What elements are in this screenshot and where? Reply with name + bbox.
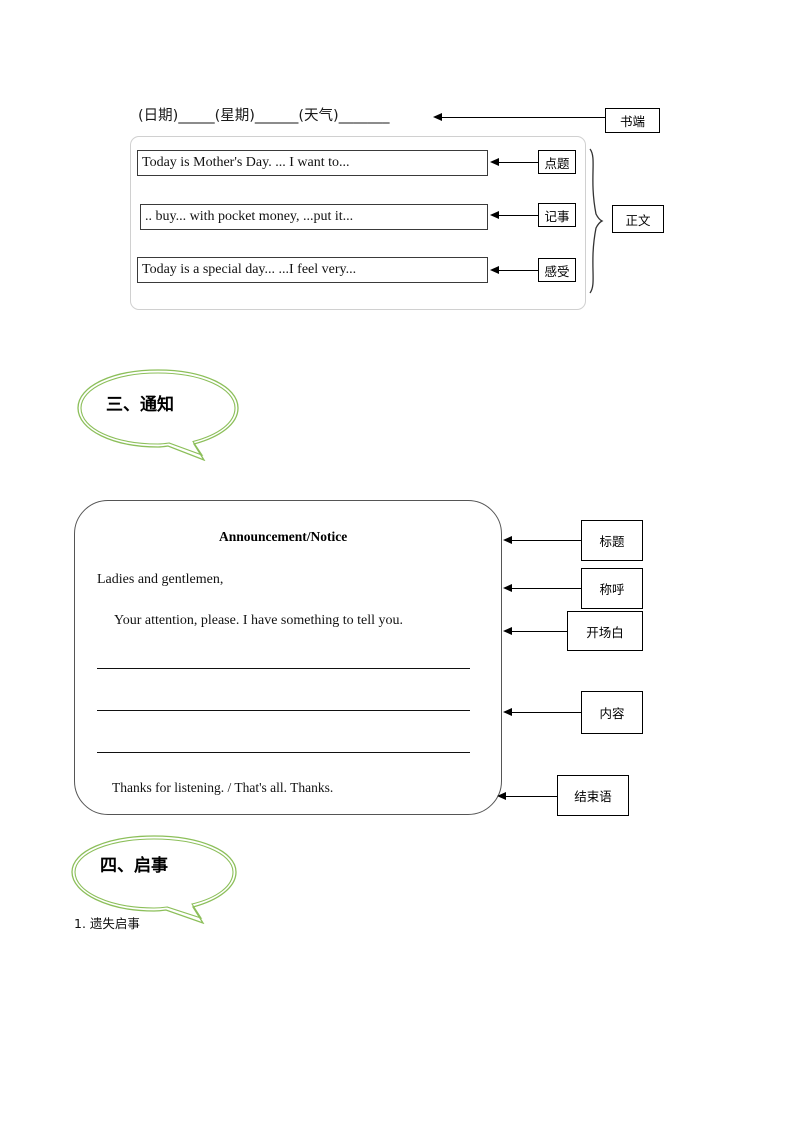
label-box-biaoti: 标题 [581,520,643,561]
arrow-head-jieshuyu [497,792,506,800]
diary-sentence-box-2: .. buy... with pocket money, ...put it..… [140,204,488,230]
arrow-head-kaichangbai [503,627,512,635]
curly-brace-zhengwen [589,148,604,294]
label-box-zhengwen: 正文 [612,205,664,233]
label-box-chenghu: 称呼 [581,568,643,609]
notice-salutation: Ladies and gentlemen, [97,572,224,587]
arrow-line-chenghu [511,588,581,589]
arrow-head-chenghu [503,584,512,592]
label-box-dianti: 点题 [538,150,576,174]
arrow-head-biaoti [503,536,512,544]
diary-sentence-box-1: Today is Mother's Day. ... I want to... [137,150,488,176]
notice-blank-rule-1 [97,668,470,669]
notice-closing-line: Thanks for listening. / That's all. Than… [112,780,334,795]
notice-container [74,500,502,815]
notice-blank-rule-2 [97,710,470,711]
section-heading-3: 三、通知 [106,395,174,415]
arrow-line-jishi [498,215,538,216]
label-box-jishi: 记事 [538,203,576,227]
arrow-line-neirong [511,712,581,713]
label-box-kaichangbai: 开场白 [567,611,643,651]
arrow-head-dianti [490,158,499,166]
diary-sentence-box-3: Today is a special day... ...I feel very… [137,257,488,283]
notice-title: Announcement/Notice [219,529,348,544]
arrow-head-shuduan [433,113,442,121]
arrow-head-jishi [490,211,499,219]
arrow-line-biaoti [511,540,581,541]
label-box-neirong: 内容 [581,691,643,734]
arrow-line-shuduan [441,117,605,118]
section-heading-4: 四、启事 [100,856,168,876]
arrow-head-ganshou [490,266,499,274]
arrow-head-neirong [503,708,512,716]
notice-opening-line: Your attention, please. I have something… [114,613,404,628]
label-box-ganshou: 感受 [538,258,576,282]
arrow-line-jieshuyu [505,796,557,797]
diary-header-line: (日期)_____(星期)______(天气)_______ [138,108,390,124]
notice-blank-rule-3 [97,752,470,753]
section4-item-1: 1. 遗失启事 [74,916,140,931]
section-heading-bubble-4 [71,835,237,924]
label-box-jieshuyu: 结束语 [557,775,629,816]
arrow-line-kaichangbai [511,631,567,632]
label-box-shuduan: 书端 [605,108,660,133]
section-heading-bubble-3 [77,369,239,461]
arrow-line-ganshou [498,270,538,271]
arrow-line-dianti [498,162,538,163]
